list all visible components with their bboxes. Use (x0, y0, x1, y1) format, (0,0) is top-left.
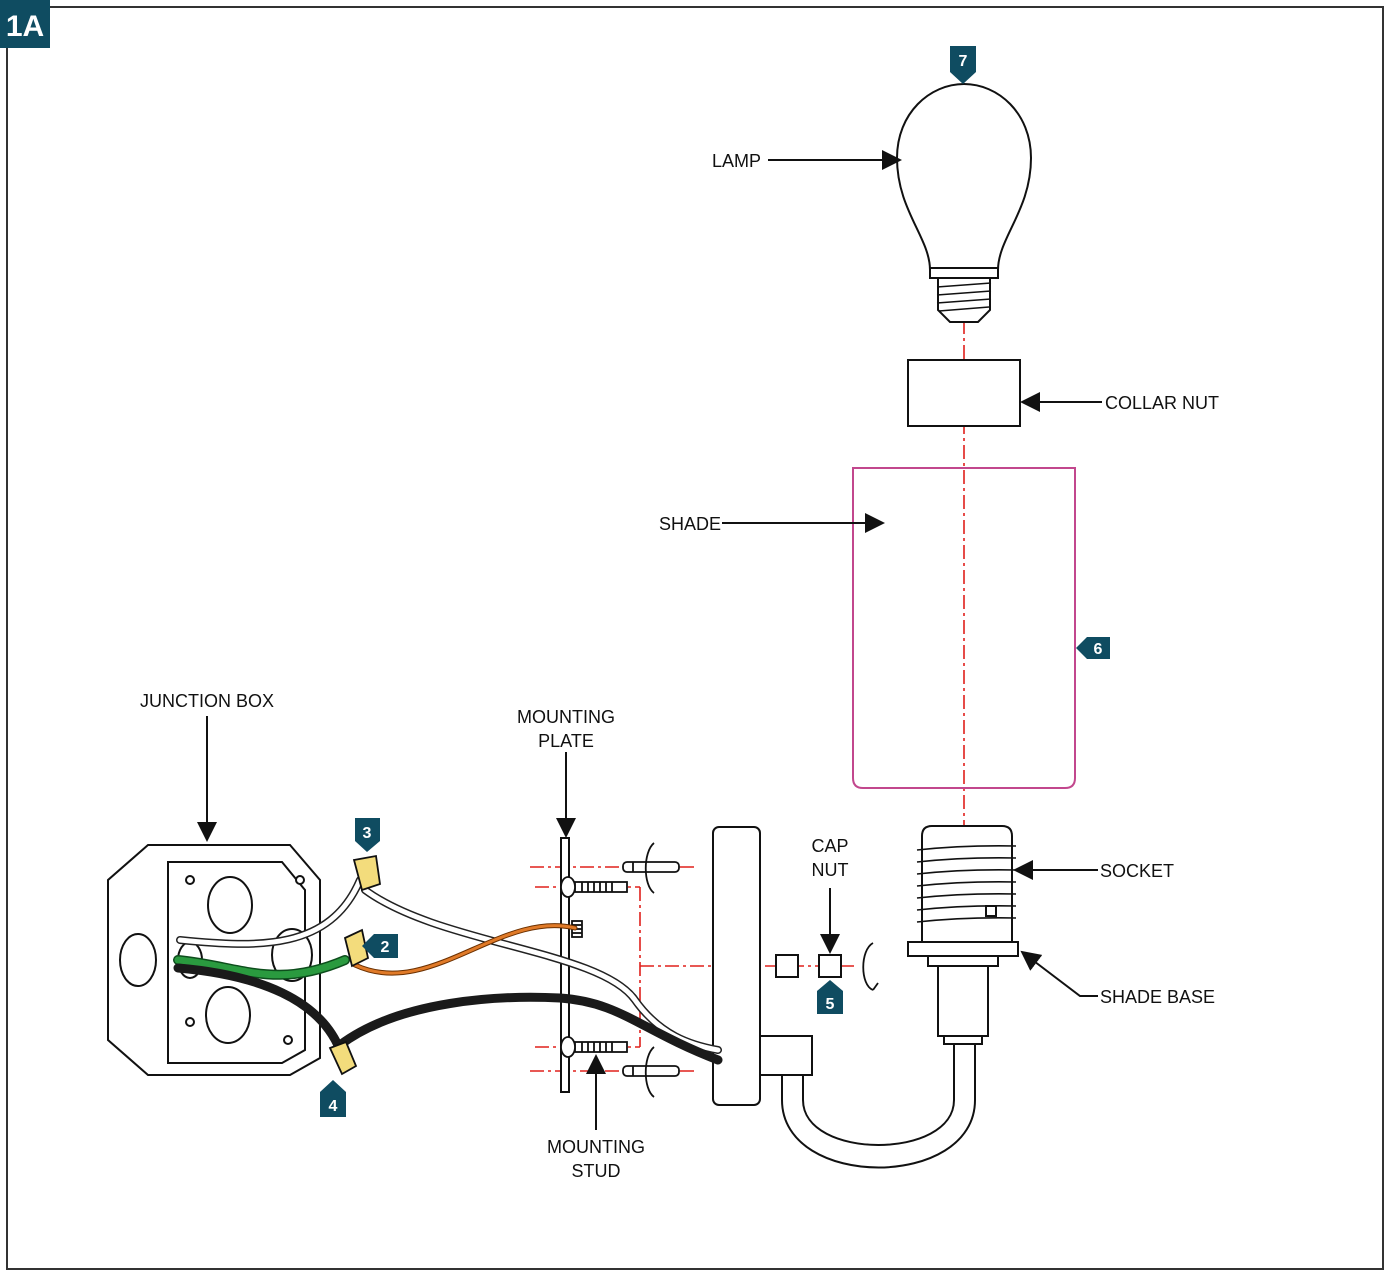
step-badge-7: 7 (950, 46, 976, 84)
screw-rotate-icon (644, 842, 655, 1098)
svg-text:2: 2 (381, 939, 390, 956)
label-mounting-stud-line2: STUD (572, 1161, 621, 1181)
label-cap-nut-line2: NUT (812, 860, 849, 880)
cap-nut (818, 954, 842, 978)
wires (173, 876, 723, 1065)
lamp-bulb (895, 82, 1033, 323)
svg-text:6: 6 (1094, 641, 1103, 658)
shade-glass (852, 467, 1076, 789)
figure-id-badge (0, 0, 50, 48)
svg-text:5: 5 (826, 996, 835, 1013)
step-badge-3: 3 (355, 818, 380, 852)
leader-lines (197, 150, 1102, 1130)
svg-text:3: 3 (363, 825, 372, 842)
collar-nut (907, 359, 1021, 427)
rotate-arrow-icon (862, 942, 879, 991)
label-shade-base: SHADE BASE (1100, 987, 1215, 1007)
label-shade: SHADE (659, 514, 721, 534)
shade-base (907, 941, 1019, 1045)
label-socket: SOCKET (1100, 861, 1174, 881)
step-badge-6: 6 (1076, 637, 1110, 659)
figure-frame (6, 6, 1384, 1270)
label-lamp: LAMP (712, 151, 761, 171)
threaded-nipple (775, 954, 799, 978)
svg-text:4: 4 (329, 1098, 338, 1115)
step-badge-5: 5 (817, 980, 843, 1014)
figure-id: 1A (6, 10, 44, 43)
junction-box (107, 844, 321, 1076)
svg-text:7: 7 (959, 53, 968, 70)
label-cap-nut-line1: CAP (811, 836, 848, 856)
label-mounting-plate-line2: PLATE (538, 731, 594, 751)
label-mounting-stud-line1: MOUNTING (547, 1137, 645, 1157)
label-mounting-plate-line1: MOUNTING (517, 707, 615, 727)
label-junction-box: JUNCTION BOX (140, 691, 274, 711)
mounting-stud (560, 876, 628, 1058)
label-collar-nut: COLLAR NUT (1105, 393, 1219, 413)
mounting-screw (622, 861, 680, 1077)
socket (916, 825, 1017, 943)
fixture-arm (759, 1035, 976, 1169)
step-badge-2: 2 (362, 934, 398, 958)
wire-nut (328, 854, 381, 1076)
fixture-backplate (712, 826, 761, 1106)
step-badge-4: 4 (320, 1080, 346, 1117)
